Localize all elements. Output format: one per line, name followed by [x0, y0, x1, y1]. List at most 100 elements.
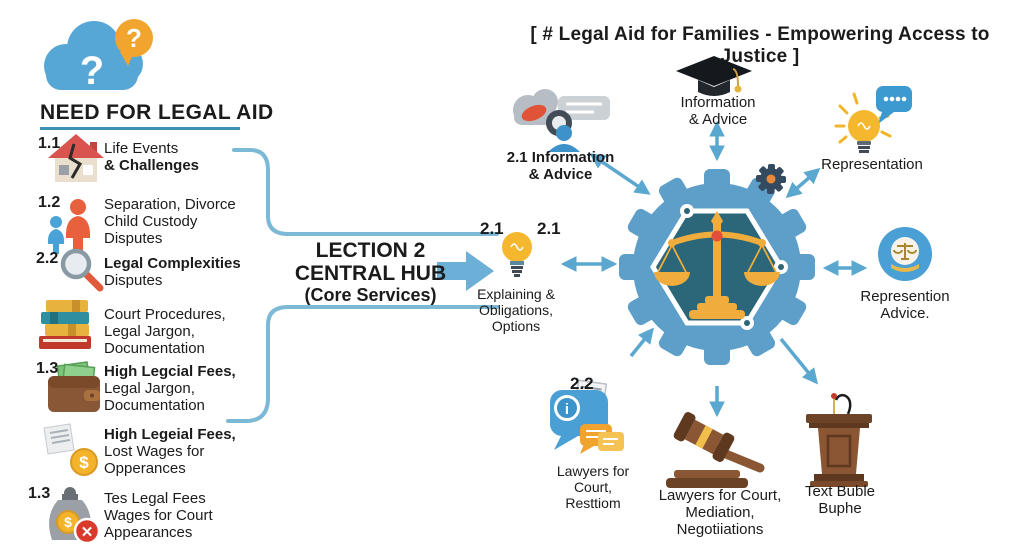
- list-item: Legal Complexities Disputes: [104, 255, 241, 289]
- spoke-line: Text Buble: [804, 483, 876, 500]
- spoke-line: & Obligations,: [479, 286, 555, 318]
- node-tag: 2.1: [537, 219, 561, 238]
- spoke-line: Advice.: [880, 305, 930, 322]
- spoke-line: Mediation,: [685, 504, 755, 521]
- list-item-line: & Challenges: [104, 157, 200, 174]
- list-item-line: Tes Legal Fees: [104, 490, 206, 507]
- spoke-line: Information: [680, 94, 756, 111]
- list-item-line: High Legcial Fees,: [104, 363, 236, 380]
- list-item-line: Documentation: [104, 397, 205, 414]
- magnifier-icon: [60, 248, 104, 292]
- list-item-line: Legal Jargon,: [104, 323, 195, 340]
- arrow-top-right: [785, 167, 821, 199]
- item-number: 1.3: [28, 485, 51, 502]
- hub-label: LECTION 2 CENTRAL HUB (Core Services): [268, 239, 473, 305]
- small-gear-icon: [756, 164, 786, 194]
- books-icon: [39, 300, 91, 349]
- list-item-line: Separation, Divorce: [104, 196, 236, 213]
- hub-gear-icon: [619, 164, 815, 365]
- svg-text:?: ?: [126, 23, 142, 53]
- spoke-line: Representation: [821, 156, 923, 173]
- list-item: Tes Legal Fees Wages for Court Appearanc…: [104, 490, 213, 541]
- legal-info-chat-icon: i: [550, 379, 624, 454]
- spoke-label-right: Represention Advice.: [845, 288, 965, 322]
- spoke-line: Court,: [573, 479, 613, 495]
- item-number: 1.2: [38, 194, 61, 211]
- justice-badge-icon: [878, 227, 932, 281]
- graduation-cap-icon: [676, 56, 752, 96]
- list-item-line: Opperances: [104, 460, 186, 477]
- spoke-label-bottom-left: Lawyers for Court, Resttiom: [545, 463, 641, 511]
- hub-block-arrow: [437, 251, 494, 291]
- idea-bulb-chat-icon: [834, 86, 912, 153]
- spoke-label-top: Information & Advice: [648, 94, 788, 128]
- svg-text:$: $: [79, 453, 89, 472]
- list-item-line: Legal Jargon,: [104, 380, 195, 397]
- arrow-top-left: [589, 153, 651, 195]
- spoke-line: Lawyers for: [556, 463, 630, 479]
- bracket-connector: [226, 148, 499, 423]
- gavel-icon: [666, 412, 765, 488]
- svg-text:i: i: [565, 401, 569, 418]
- spoke-line: Resttiom: [565, 495, 621, 511]
- heading-underline: [40, 127, 240, 130]
- spoke-arrows: [560, 120, 868, 418]
- list-item: Life Events & Challenges: [104, 140, 199, 174]
- list-item-line: Appearances: [104, 524, 193, 541]
- list-item-line: Wages for Court: [104, 507, 213, 524]
- spoke-label: Explaining & Obligations, Options: [460, 286, 572, 334]
- node-tag: 2.2: [570, 374, 594, 393]
- spoke-line: Lawyers for Court,: [658, 487, 782, 504]
- list-item-line: Lost Wages for: [104, 443, 205, 460]
- spoke-line: & Advice: [688, 111, 748, 128]
- list-item-line: Documentation: [104, 340, 205, 357]
- spoke-label-bottom-right: Text Buble Buphe: [790, 483, 890, 517]
- arrow-bottom-right: [779, 337, 818, 385]
- spoke-line: Negotiiations: [676, 521, 764, 538]
- svg-text:$: $: [64, 514, 72, 530]
- node-tag: 2.1: [480, 219, 504, 238]
- list-item-line: Court Procedures,: [104, 306, 226, 323]
- list-item: Separation, Divorce Child Custody Disput…: [104, 196, 236, 247]
- scales-of-justice-icon: [654, 211, 780, 319]
- hub-label-line: LECTION 2: [315, 239, 426, 262]
- hub-label-line: (Core Services): [304, 285, 437, 305]
- lightbulb-icon: [502, 232, 532, 277]
- spoke-label-top-right: Representation: [798, 156, 946, 173]
- item-number: 2.2: [36, 250, 59, 267]
- list-item: High Legcial Fees, Legal Jargon, Documen…: [104, 363, 236, 414]
- money-bag-x-icon: $ ✕: [49, 487, 101, 545]
- page-title: [ # Legal Aid for Families - Empowering …: [530, 24, 990, 67]
- spoke-line: Buphe: [818, 500, 862, 517]
- spoke-line: Options: [491, 318, 541, 334]
- house-crack-icon: [48, 134, 104, 182]
- spoke-label-bottom: Lawyers for Court, Mediation, Negotiiati…: [646, 487, 794, 538]
- list-item-line: High Legeial Fees,: [104, 426, 236, 443]
- podium-icon: [806, 393, 872, 487]
- hub-label-line: CENTRAL HUB: [294, 262, 447, 285]
- spoke-label-top-left: 2.1 Information & Advice: [488, 149, 633, 183]
- spoke-line: Represention: [860, 288, 950, 305]
- list-item: High Legeial Fees, Lost Wages for Oppera…: [104, 426, 236, 477]
- spoke-line: 2.1 Information: [506, 149, 615, 166]
- spoke-line: & Advice: [528, 166, 593, 183]
- arrow-bottom-left: [629, 327, 654, 358]
- family-icon: [47, 199, 91, 254]
- list-item-line: Legal Complexities: [104, 255, 241, 272]
- left-panel-heading: NEED FOR LEGAL AID: [40, 101, 274, 124]
- wallet-money-icon: [48, 361, 100, 412]
- cloud-question-icon: ? ?: [44, 19, 153, 93]
- list-item-line: Child Custody: [104, 213, 198, 230]
- svg-text:✕: ✕: [81, 524, 94, 541]
- svg-text:?: ?: [80, 49, 104, 93]
- list-item-line: Disputes: [104, 272, 163, 289]
- invoice-coin-icon: $: [43, 423, 98, 476]
- item-number: 1.1: [38, 135, 61, 152]
- list-item-line: Disputes: [104, 230, 163, 247]
- list-item-line: Life Events: [104, 140, 179, 157]
- item-number: 1.3: [36, 360, 59, 377]
- list-item: Court Procedures, Legal Jargon, Document…: [104, 306, 226, 357]
- information-advice-icon: [513, 89, 610, 152]
